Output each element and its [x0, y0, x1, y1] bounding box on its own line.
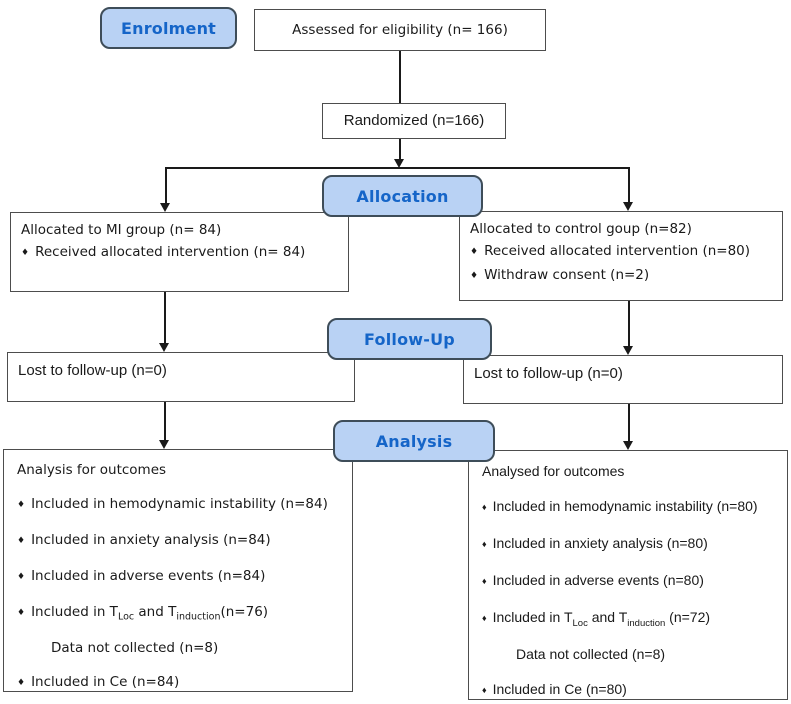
- randomized-label: Randomized (n=166): [343, 112, 485, 129]
- stage-allocation: Allocation: [322, 175, 483, 217]
- arrowhead-icon: [394, 159, 404, 168]
- stage-followup: Follow-Up: [327, 318, 492, 360]
- analysis-right-box: Analysed for outcomes ♦Included in hemod…: [468, 450, 788, 700]
- analysis-left-box: Analysis for outcomes ♦Included in hemod…: [3, 449, 353, 692]
- list-item: ♦Included in hemodynamic instability (n=…: [17, 496, 328, 512]
- flow-line: [164, 292, 166, 343]
- flow-line: [628, 167, 630, 202]
- analysis-right-body: Analysed for outcomes ♦Included in hemod…: [469, 451, 787, 701]
- diamond-bullet-icon: ♦: [470, 247, 479, 257]
- randomized-box: Randomized (n=166): [322, 103, 506, 139]
- allocation-left-items: ♦Received allocated intervention (n= 84): [21, 242, 338, 264]
- arrowhead-icon: [623, 441, 633, 450]
- stage-allocation-label: Allocation: [356, 186, 449, 206]
- list-item: ♦Withdraw consent (n=2): [470, 267, 650, 283]
- allocation-right-items: ♦Received allocated intervention (n=80)♦…: [470, 241, 772, 287]
- diamond-bullet-icon: ♦: [17, 536, 26, 546]
- arrowhead-icon: [623, 346, 633, 355]
- list-item: ♦Included in adverse events (n=80): [482, 572, 704, 588]
- list-item: ♦Included in Ce (n=80): [482, 681, 627, 697]
- analysis-left-items: ♦Included in hemodynamic instability (n=…: [17, 494, 339, 694]
- list-item: ♦Included in TLoc and Tinduction(n=76): [17, 604, 269, 623]
- list-item: ♦Received allocated intervention (n= 84): [21, 244, 306, 260]
- list-item: ♦Included in anxiety analysis (n=84): [17, 532, 271, 548]
- allocation-right-title: Allocated to control goup (n=82): [470, 221, 692, 237]
- diamond-bullet-icon: ♦: [17, 678, 26, 688]
- arrowhead-icon: [623, 202, 633, 211]
- allocation-left-title: Allocated to MI group (n= 84): [21, 222, 222, 238]
- stage-analysis-label: Analysis: [375, 431, 453, 451]
- stage-followup-label: Follow-Up: [364, 329, 455, 349]
- flow-line: [399, 139, 401, 160]
- list-item: ♦Included in Ce (n=84): [17, 674, 180, 690]
- diamond-bullet-icon: ♦: [17, 572, 26, 582]
- arrowhead-icon: [159, 440, 169, 449]
- analysis-right-items: ♦Included in hemodynamic instability (n=…: [482, 496, 774, 701]
- analysis-right-title: Analysed for outcomes: [482, 463, 625, 479]
- followup-left-label: Lost to follow-up (n=0): [18, 362, 167, 379]
- list-item: ♦Included in adverse events (n=84): [17, 568, 266, 584]
- allocation-left-box: Allocated to MI group (n= 84) ♦Received …: [10, 212, 349, 292]
- flow-line: [628, 301, 630, 346]
- stage-enrolment: Enrolment: [100, 7, 237, 49]
- analysis-left-title: Analysis for outcomes: [17, 462, 167, 478]
- stage-analysis: Analysis: [333, 420, 495, 462]
- allocation-right-box: Allocated to control goup (n=82) ♦Receiv…: [459, 211, 783, 301]
- stage-enrolment-label: Enrolment: [120, 18, 217, 38]
- flow-line: [399, 51, 401, 103]
- flow-line: [164, 402, 166, 440]
- arrowhead-icon: [159, 343, 169, 352]
- followup-right-box: Lost to follow-up (n=0): [463, 355, 783, 404]
- list-item: Data not collected (n=8): [516, 646, 666, 662]
- diamond-bullet-icon: ♦: [17, 608, 26, 618]
- list-item: ♦Included in anxiety analysis (n=80): [482, 535, 708, 551]
- diamond-bullet-icon: ♦: [17, 500, 26, 510]
- arrowhead-icon: [160, 203, 170, 212]
- diamond-bullet-icon: ♦: [470, 271, 479, 281]
- list-item: ♦Included in TLoc and Tinduction (n=72): [482, 609, 711, 629]
- diamond-bullet-icon: ♦: [21, 248, 30, 258]
- analysis-left-body: Analysis for outcomes ♦Included in hemod…: [4, 450, 352, 694]
- flow-line: [165, 167, 629, 169]
- diamond-bullet-icon: ♦: [482, 539, 487, 549]
- assessed-label: Assessed for eligibility (n= 166): [292, 22, 508, 38]
- flow-line: [628, 404, 630, 441]
- assessed-box: Assessed for eligibility (n= 166): [254, 9, 546, 51]
- diamond-bullet-icon: ♦: [482, 502, 487, 512]
- followup-right-label: Lost to follow-up (n=0): [474, 365, 623, 382]
- list-item: ♦Included in hemodynamic instability (n=…: [482, 498, 758, 514]
- followup-left-box: Lost to follow-up (n=0): [7, 352, 355, 402]
- diamond-bullet-icon: ♦: [482, 613, 487, 623]
- flow-line: [165, 167, 167, 203]
- diamond-bullet-icon: ♦: [482, 685, 487, 695]
- list-item: Data not collected (n=8): [51, 640, 219, 656]
- list-item: ♦Received allocated intervention (n=80): [470, 243, 751, 259]
- diamond-bullet-icon: ♦: [482, 576, 487, 586]
